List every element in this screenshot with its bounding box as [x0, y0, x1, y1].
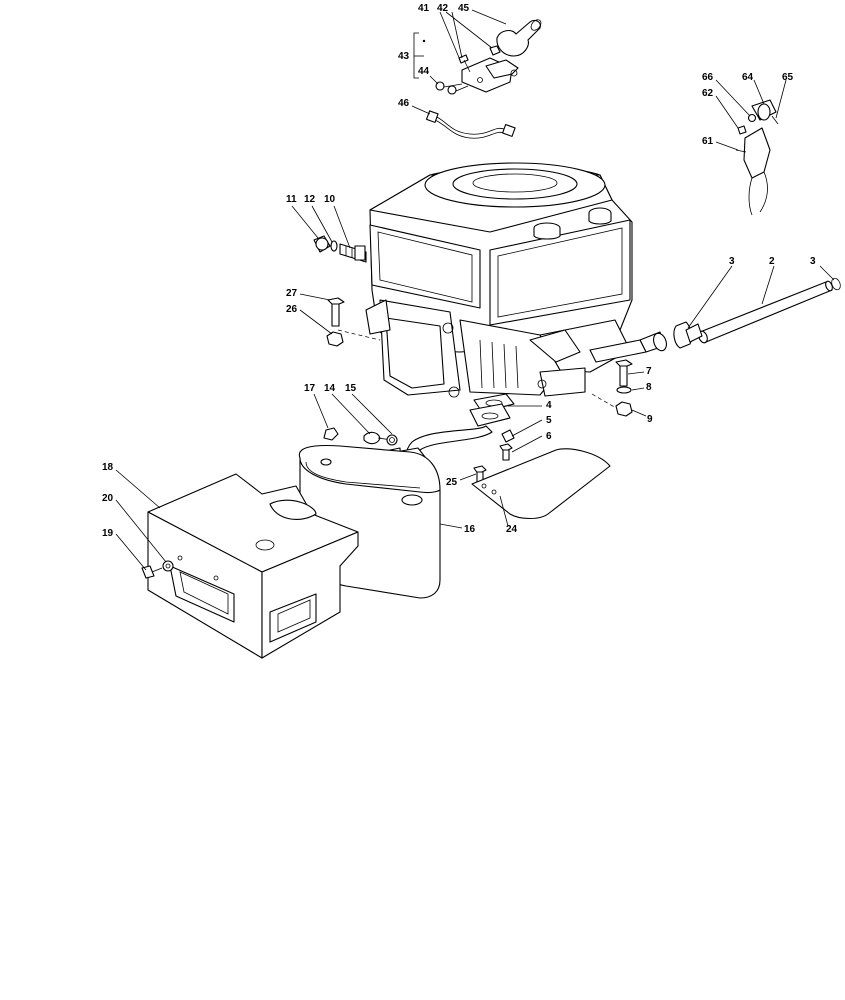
callout-9: 9 — [647, 414, 653, 425]
callout-17: 17 — [304, 383, 316, 394]
callout-3-left: 3 — [729, 256, 735, 267]
callout-10: 10 — [324, 194, 336, 205]
callout-25: 25 — [446, 477, 458, 488]
callout-62: 62 — [702, 88, 714, 99]
heat-shield-plate — [471, 448, 611, 520]
callout-16: 16 — [464, 524, 476, 535]
engine-block — [365, 162, 633, 398]
small-hardware — [323, 427, 515, 483]
callout-45: 45 — [458, 3, 470, 14]
fuel-line — [589, 277, 841, 363]
muffler-guard — [147, 473, 359, 659]
bolt-and-nut-27-26 — [326, 297, 381, 347]
callout-27: 27 — [286, 288, 298, 299]
callout-3-right: 3 — [810, 256, 816, 267]
callout-5: 5 — [546, 415, 552, 426]
callout-19: 19 — [102, 528, 114, 539]
callout-64: 64 — [742, 72, 754, 83]
ignition-switch-assembly — [413, 19, 542, 139]
callout-42: 42 — [437, 3, 449, 14]
callout-61: 61 — [702, 136, 714, 147]
callout-labels: 41 42 45 43 44 46 66 64 65 62 61 11 12 1… — [102, 3, 816, 539]
callout-11: 11 — [286, 194, 297, 205]
callout-43: 43 — [398, 51, 410, 62]
bolt-washer-nut-7-8-9 — [591, 359, 633, 417]
callout-6: 6 — [546, 431, 552, 442]
callout-66: 66 — [702, 72, 714, 83]
leader-lines — [115, 9, 835, 571]
callout-20: 20 — [102, 493, 114, 504]
callout-41: 41 — [418, 3, 430, 14]
callout-7: 7 — [646, 366, 652, 377]
callout-18: 18 — [102, 462, 114, 473]
callout-46: 46 — [398, 98, 410, 109]
callout-15: 15 — [345, 383, 357, 394]
callout-2: 2 — [769, 256, 775, 267]
callout-24: 24 — [506, 524, 518, 535]
callout-14: 14 — [324, 383, 336, 394]
callout-8: 8 — [646, 382, 652, 393]
callout-26: 26 — [286, 304, 298, 315]
callout-12: 12 — [304, 194, 316, 205]
throttle-control-assembly — [735, 99, 779, 216]
callout-65: 65 — [782, 72, 794, 83]
drain-plug-hardware — [313, 235, 367, 263]
callout-4: 4 — [546, 400, 552, 411]
callout-44: 44 — [418, 66, 430, 77]
guard-screw-and-washer — [141, 560, 174, 579]
